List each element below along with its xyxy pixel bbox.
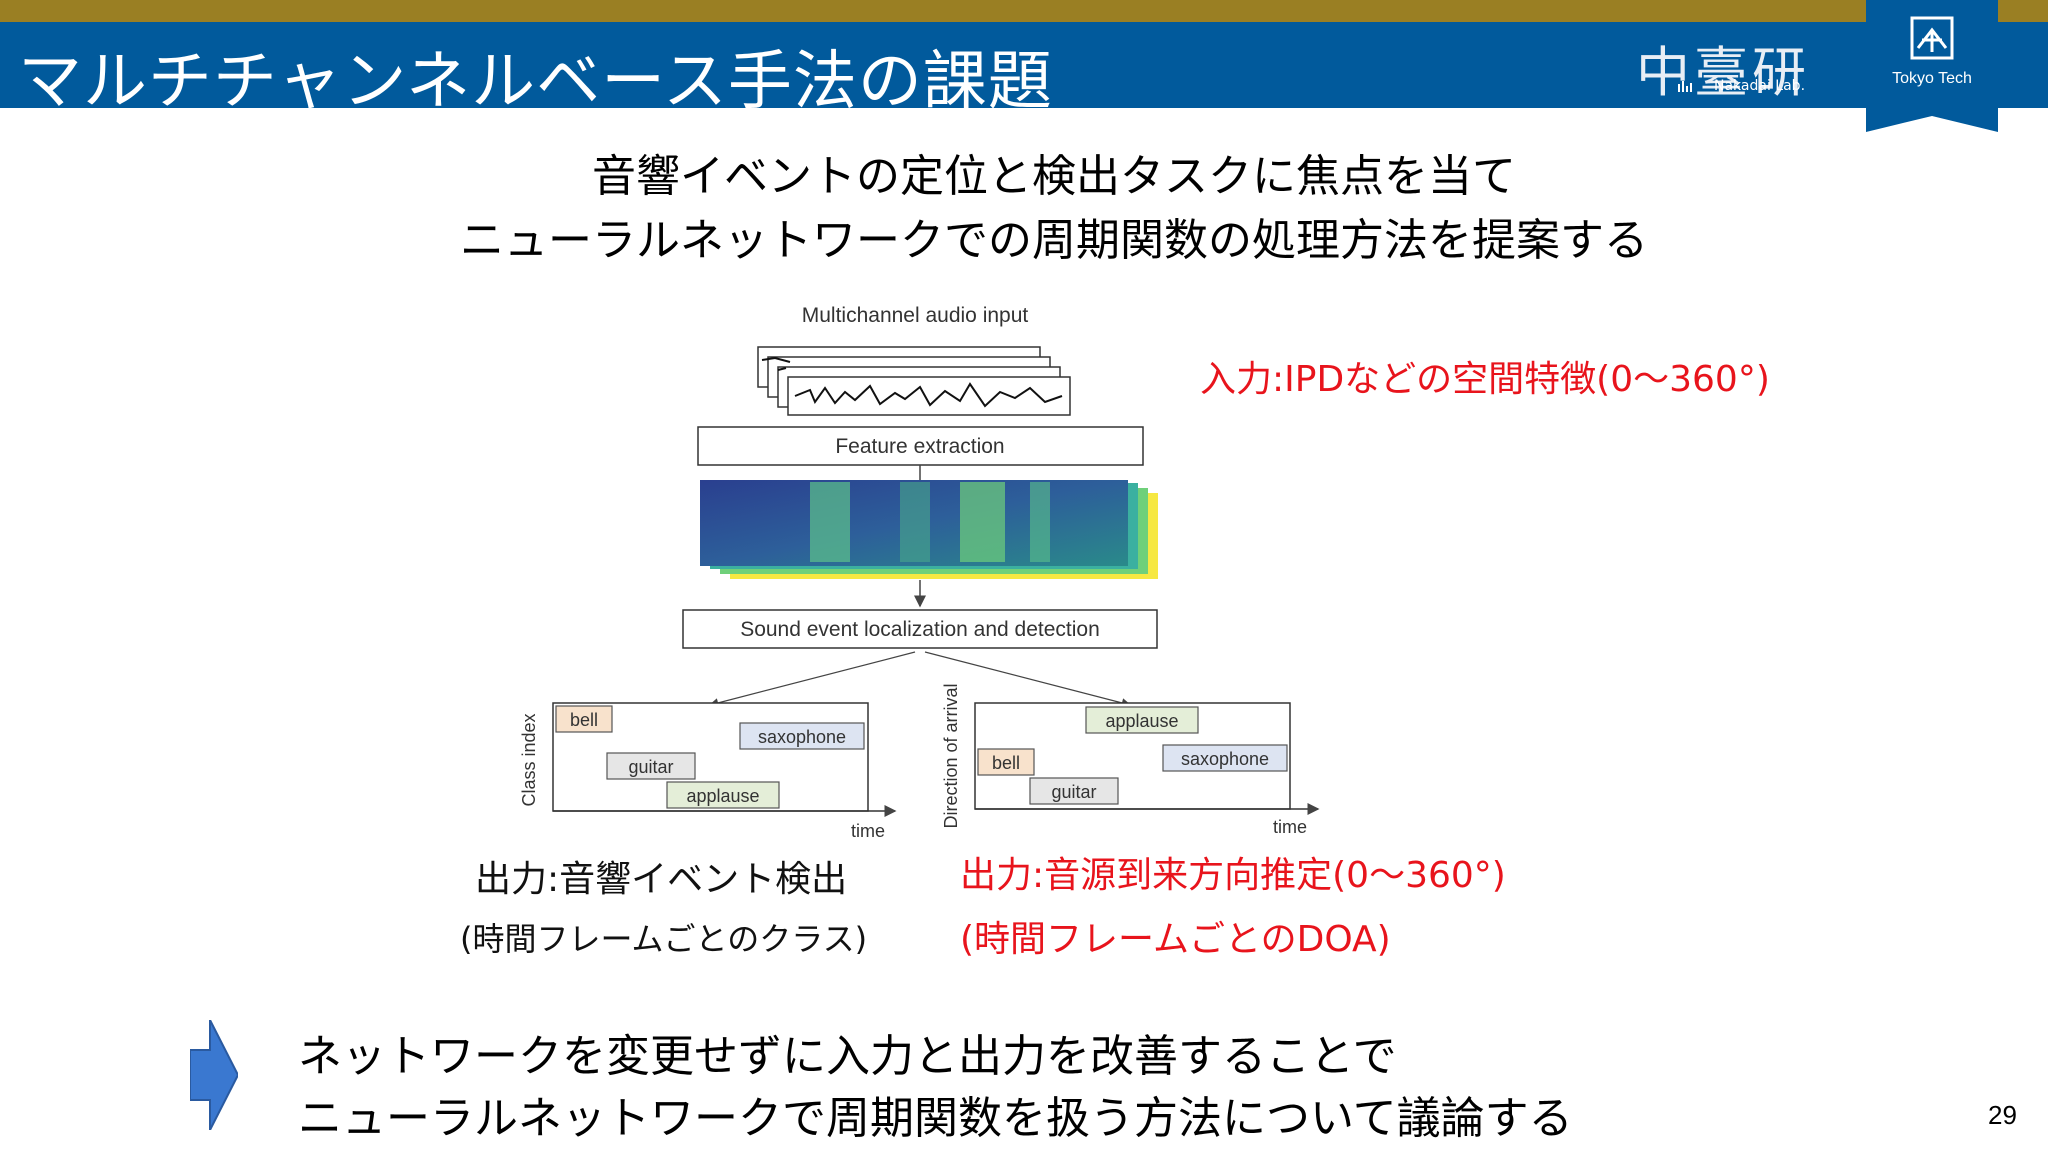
doa-event-saxophone: saxophone: [1181, 749, 1269, 769]
page-number: 29: [1988, 1100, 2017, 1130]
right-arrow-icon: [190, 1020, 238, 1130]
doa-event-applause: applause: [1105, 711, 1178, 731]
output-doa-note: 出力:音源到来方向推定(0～360°): [960, 855, 1506, 896]
tokyo-tech-emblem-icon: [1866, 0, 1998, 132]
header-accent-strip: [0, 0, 2048, 22]
feature-extraction-box: [697, 426, 1144, 466]
subtitle-line-2: ニューラルネットワークでの周期関数の処理方法を提案する: [460, 215, 1648, 266]
input-label: Multichannel audio input: [802, 304, 1029, 327]
subtitle-line-1: 音響イベントの定位と検出タスクに焦点を当て: [592, 151, 1516, 202]
output-detection-note: 出力:音響イベント検出: [475, 859, 848, 900]
waveform-stack: [757, 346, 1071, 416]
lab-bars-icon: [1678, 81, 1692, 92]
conclusion-line-2: ニューラルネットワークで周期関数を扱う方法について議論する: [298, 1093, 1573, 1144]
output-doa-subnote: (時間フレームごとのDOA): [960, 919, 1391, 960]
doa-xlabel: time: [1273, 817, 1307, 837]
seld-box: [682, 609, 1158, 649]
output-detection-subnote: (時間フレームごとのクラス): [460, 920, 868, 958]
input-note: 入力:IPDなどの空間特徴(0～360°): [1200, 359, 1770, 400]
detection-event-saxophone: saxophone: [758, 727, 846, 747]
detection-xlabel: time: [851, 821, 885, 841]
conclusion-line-1: ネットワークを変更せずに入力と出力を改善することで: [298, 1031, 1397, 1082]
detection-event-guitar: guitar: [628, 757, 673, 777]
feature-extraction-label: Feature extraction: [835, 435, 1004, 458]
spectrogram-stack: [700, 480, 1158, 579]
doa-ylabel: Direction of arrival: [941, 683, 961, 828]
doa-event-bell: bell: [992, 753, 1020, 773]
detection-event-bell: bell: [570, 710, 598, 730]
detection-event-applause: applause: [686, 786, 759, 806]
detection-ylabel: Class index: [519, 713, 539, 806]
seld-label: Sound event localization and detection: [740, 618, 1100, 641]
lab-logo-kanji: 中臺研: [1636, 41, 1810, 104]
lab-logo-name: Nakadai Lab.: [1714, 78, 1806, 94]
doa-plot: Direction of arrival time applause bell …: [941, 683, 1320, 837]
institution-name: Tokyo Tech: [1892, 70, 1972, 87]
slide-title: マルチチャンネルベース手法の課題: [18, 45, 1053, 119]
doa-event-guitar: guitar: [1051, 782, 1096, 802]
detection-plot: Class index time bell saxophone guitar a…: [519, 702, 897, 841]
lab-logo: 中臺研 Nakadai Lab.: [1630, 28, 1860, 104]
title-bar: [0, 22, 2048, 108]
